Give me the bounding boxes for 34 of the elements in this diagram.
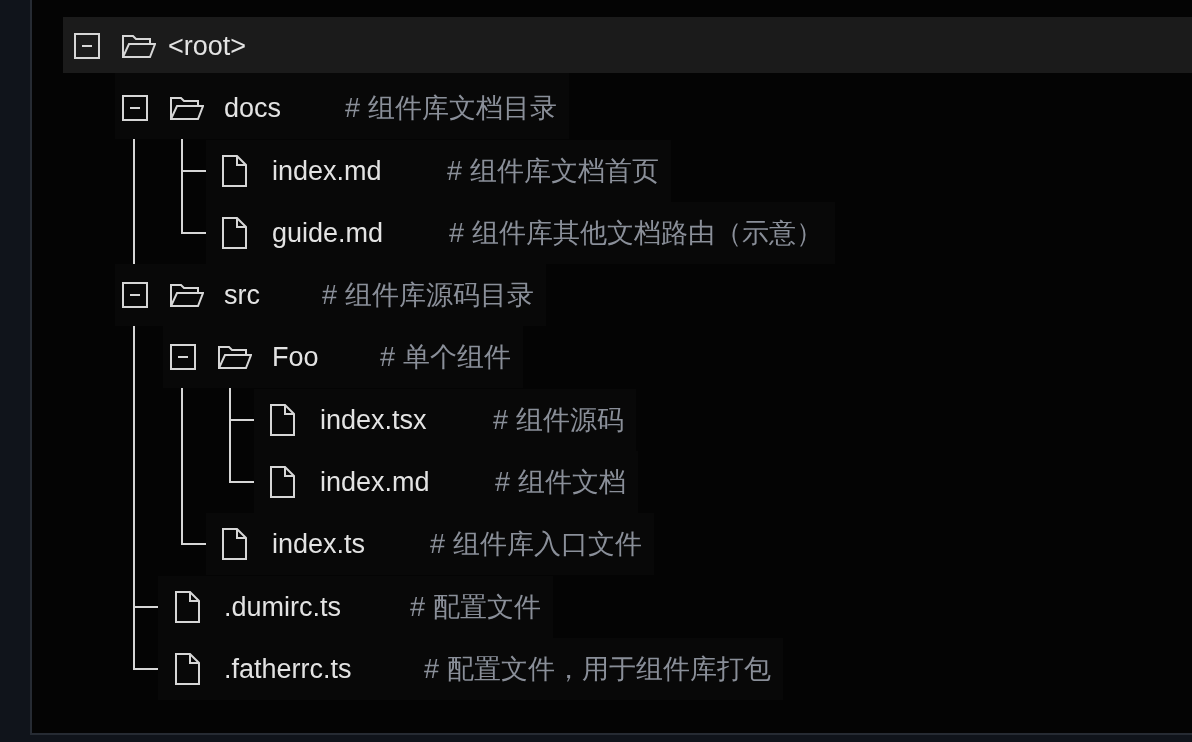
tree-line	[229, 387, 255, 483]
code-comment: # 组件库文档首页	[447, 155, 659, 187]
file-name: index.ts	[272, 528, 366, 560]
tree-row	[206, 513, 654, 575]
code-comment: # 组件库源码目录	[322, 279, 534, 311]
tree-row	[158, 576, 553, 638]
code-comment: # 组件库入口文件	[430, 528, 642, 560]
file-name: index.tsx	[320, 404, 427, 436]
folder-name: docs	[224, 92, 282, 124]
file-name: .dumirc.ts	[224, 591, 342, 623]
code-comment: # 组件库其他文档路由（示意）	[449, 217, 823, 249]
folder-name: Foo	[272, 341, 319, 373]
tree-line	[133, 325, 159, 670]
tree-row	[254, 389, 636, 451]
tree-row	[163, 326, 523, 388]
code-comment: # 配置文件，用于组件库打包	[424, 653, 771, 685]
code-comment: # 配置文件	[410, 591, 541, 623]
tree-row	[158, 638, 783, 700]
file-name: index.md	[320, 466, 430, 498]
root-row	[63, 17, 1192, 73]
tree-row	[115, 73, 569, 139]
file-name: index.md	[272, 155, 382, 187]
folder-name: src	[224, 279, 260, 311]
tree-line	[181, 387, 207, 545]
file-name: .fatherrc.ts	[224, 653, 352, 685]
code-comment: # 组件库文档目录	[345, 92, 557, 124]
folder-name: <root>	[168, 30, 247, 62]
code-comment: # 组件文档	[495, 466, 626, 498]
tree-row	[206, 140, 671, 202]
tree-line	[133, 138, 135, 265]
tree-line	[181, 138, 207, 234]
code-comment: # 组件源码	[493, 404, 624, 436]
code-comment: # 单个组件	[380, 341, 511, 373]
file-name: guide.md	[272, 217, 384, 249]
